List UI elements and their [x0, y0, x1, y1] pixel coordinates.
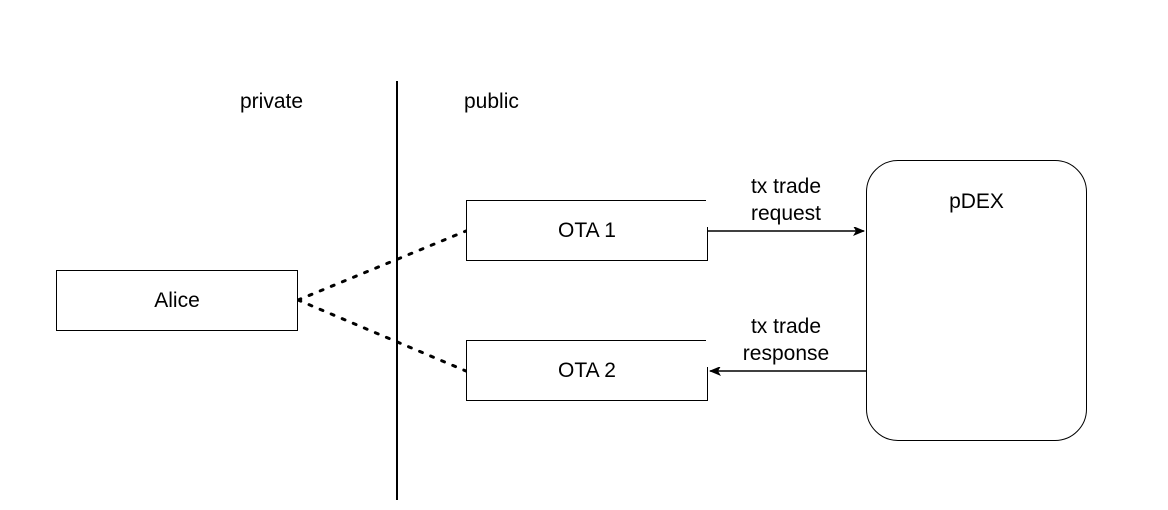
node-ota-1-label: OTA 1 [558, 218, 616, 242]
edge-label-response-line1: tx trade [750, 315, 822, 338]
edge-label-request: tx trade request [706, 173, 866, 227]
dotted-link-alice-ota1 [296, 229, 468, 302]
node-pdex-label: pDEX [949, 190, 1004, 213]
edge-label-response-line2: response [742, 342, 830, 365]
node-alice: Alice [56, 270, 298, 331]
node-ota-1: OTA 1 [466, 200, 708, 261]
dotted-link-alice-ota2 [296, 298, 468, 373]
node-ota-2-label: OTA 2 [558, 358, 616, 382]
edge-label-request-line1: tx trade [750, 175, 822, 198]
edge-label-response: tx trade response [706, 313, 866, 367]
zone-label-private: private [240, 90, 304, 113]
zone-label-public: public [464, 90, 519, 113]
node-alice-label: Alice [154, 288, 200, 312]
node-pdex: pDEX [866, 160, 1087, 441]
edge-label-request-line2: request [750, 202, 822, 225]
privacy-boundary-line [396, 81, 398, 500]
node-ota-2: OTA 2 [466, 340, 708, 401]
